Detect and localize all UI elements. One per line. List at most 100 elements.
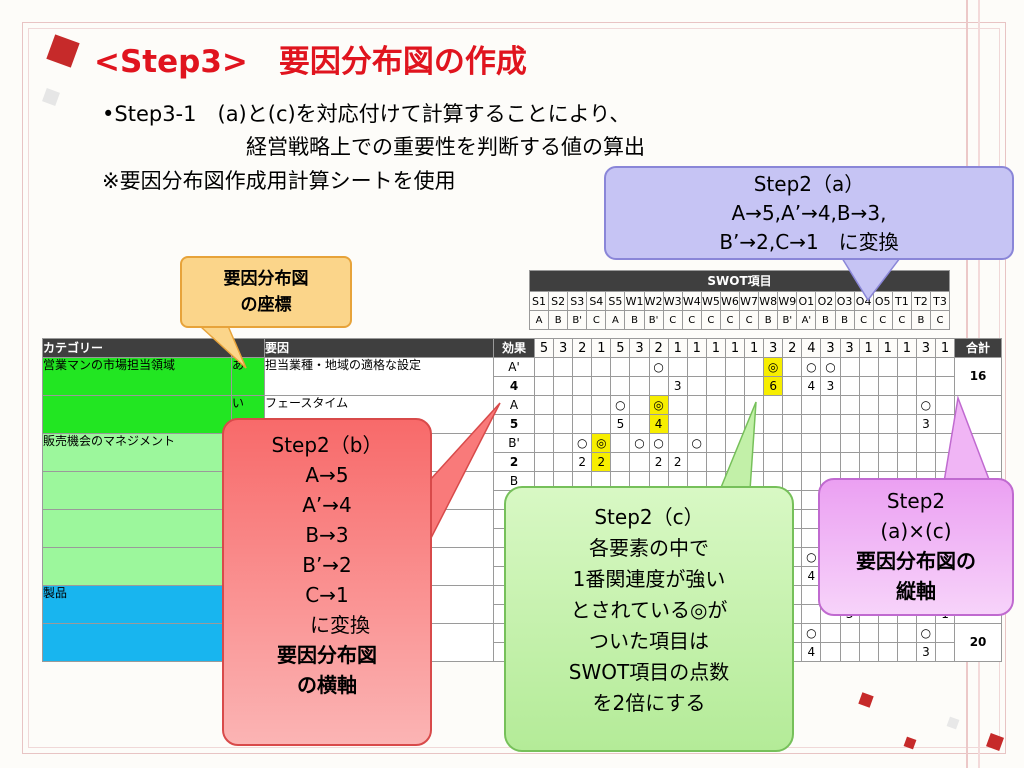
swot-code: W3: [662, 291, 683, 311]
step2c-callout-line4: とされている◎が: [570, 598, 728, 622]
category-cell: [42, 471, 232, 510]
swot-mark-cell: [553, 357, 574, 377]
step2b-callout-line2: A→5: [305, 463, 349, 487]
swot-score-cell: [934, 414, 956, 434]
swot-mark-cell: ○: [648, 357, 669, 377]
swot-score-cell: [934, 376, 956, 396]
step2ac-callout-line3: 要因分布図の: [856, 549, 976, 573]
swot-score-cell: 3: [915, 414, 936, 434]
step2b-callout-line5: B’→2: [302, 553, 352, 577]
swot-mark-cell: ○: [572, 433, 593, 453]
coord-callout-tail: [198, 325, 247, 369]
swot-score-cell: 4: [801, 376, 822, 396]
decorative-frame: [22, 22, 1006, 754]
swot-code: S2: [548, 291, 569, 311]
swot-score-cell: [705, 452, 726, 472]
swot-code: S3: [567, 291, 588, 311]
swot-score-cell: [629, 414, 650, 434]
swot-score-cell: [591, 376, 612, 396]
page-title: <Step3> 要因分布図の作成: [94, 44, 527, 80]
swot-mark-cell: [858, 357, 879, 377]
header-total: 合計: [954, 338, 1003, 358]
swot-mark-cell: [934, 357, 956, 377]
step2c-callout-line3: 1番関連度が強い: [572, 567, 726, 591]
swot-score-cell: 3: [667, 376, 688, 396]
swot-mark-cell: ○: [801, 547, 822, 567]
step2b-callout-line4: B→3: [305, 523, 349, 547]
swot-mark-cell: [629, 395, 650, 415]
category-cell: 製品: [42, 585, 232, 624]
swot-score-cell: [934, 642, 956, 662]
swot-letter: B: [815, 310, 836, 330]
swot-score-cell: [896, 452, 917, 472]
swot-mark-cell: [724, 395, 746, 415]
row-total: 20: [954, 623, 1003, 662]
swot-score-cell: [839, 642, 860, 662]
swot-mark-cell: [572, 357, 593, 377]
factor-cell: フェースタイム: [264, 395, 494, 434]
swot-score-cell: [782, 376, 803, 396]
swot-score-cell: [858, 414, 879, 434]
swot-mark-cell: [610, 433, 631, 453]
step2ac-callout-line1: Step2: [886, 489, 946, 513]
step2b-callout-tail: [429, 402, 501, 541]
swot-mark-cell: [533, 433, 555, 453]
swot-mark-cell: [839, 357, 860, 377]
step2c-callout-line2: 各要素の中で: [589, 536, 709, 560]
swot-mark-cell: [877, 357, 898, 377]
swot-score-cell: 3: [915, 642, 936, 662]
swot-code: S1: [528, 291, 550, 311]
header-category: カテゴリー: [42, 338, 232, 358]
swot-score-cell: [915, 376, 936, 396]
swot-mark-cell: [763, 433, 784, 453]
swot-mark-cell: [801, 585, 822, 605]
swot-code: T3: [929, 291, 951, 311]
swot-score-cell: 3: [820, 376, 841, 396]
swot-score-cell: [896, 376, 917, 396]
swot-score-cell: [896, 642, 917, 662]
step2c-callout: Step2（c） 各要素の中で 1番関連度が強い とされている◎が ついた項目は…: [504, 486, 794, 752]
category-cell: [42, 509, 232, 548]
effect-value: 2: [493, 452, 535, 472]
swot-letter: C: [929, 310, 951, 330]
category-cell: [42, 623, 232, 662]
swot-score-cell: [553, 452, 574, 472]
swot-mark-cell: [820, 623, 841, 643]
step2ac-callout-line2: (a)×(c): [880, 519, 952, 543]
swot-score-cell: [572, 376, 593, 396]
swot-score-cell: [553, 376, 574, 396]
swot-mark-cell: ○: [648, 433, 669, 453]
swot-letter: B: [624, 310, 645, 330]
swot-score-cell: 6: [763, 376, 784, 396]
swot-mark-cell: [782, 433, 803, 453]
swot-score-cell: [896, 414, 917, 434]
coord-callout-line1: 要因分布図: [223, 269, 309, 289]
swot-mark-cell: ○: [915, 623, 936, 643]
swot-header: SWOT項目: [528, 270, 951, 292]
swot-score-cell: [801, 604, 822, 624]
step2c-callout-line5: ついた項目は: [589, 629, 709, 653]
step2b-callout: Step2（b） A→5 A’→4 B→3 B’→2 C→1 に変換 要因分布図…: [222, 418, 432, 746]
swot-mark-cell: [896, 623, 917, 643]
swot-score-cell: 4: [801, 642, 822, 662]
swot-mark-cell: [553, 433, 574, 453]
swot-score-cell: 2: [667, 452, 688, 472]
step2a-callout-line1: Step2（a）: [753, 172, 865, 196]
swot-mark-cell: [553, 395, 574, 415]
step2ac-callout: Step2 (a)×(c) 要因分布図の 縦軸: [818, 478, 1014, 616]
swot-mark-cell: [934, 395, 956, 415]
step2a-callout-tail: [840, 257, 902, 302]
swot-score-cell: [572, 414, 593, 434]
swot-letter: B: [758, 310, 779, 330]
step2c-callout-line6: SWOT項目の点数: [568, 660, 730, 684]
step2b-callout-line1: Step2（b）: [271, 433, 383, 457]
category-cell: [42, 547, 232, 586]
swot-mark-cell: [591, 395, 612, 415]
swot-code: W6: [719, 291, 741, 311]
swot-mark-cell: [782, 395, 803, 415]
swot-mark-cell: [533, 395, 555, 415]
